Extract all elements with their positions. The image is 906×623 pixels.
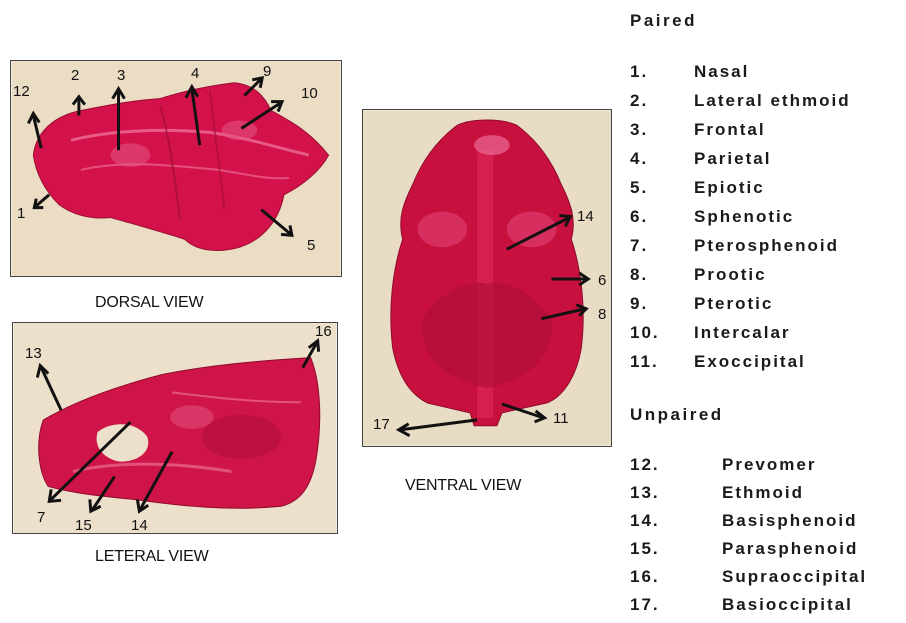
legend-number: 16. xyxy=(630,567,660,587)
legend-name: Intercalar xyxy=(694,323,791,343)
ventral-label-14: 14 xyxy=(577,208,594,225)
legend-number: 13. xyxy=(630,483,660,503)
legend-number: 15. xyxy=(630,539,660,559)
ventral-skull-image xyxy=(363,110,611,446)
legend-name: Exoccipital xyxy=(694,352,806,372)
legend-name: Basisphenoid xyxy=(722,511,857,531)
ventral-label-17: 17 xyxy=(373,416,390,433)
dorsal-view-caption: DORSAL VIEW xyxy=(95,294,203,312)
dorsal-skull-image xyxy=(11,61,341,276)
dorsal-label-12: 12 xyxy=(13,83,30,100)
ventral-label-8: 8 xyxy=(598,306,606,323)
lateral-label-7: 7 xyxy=(37,509,45,526)
ventral-view-caption: VENTRAL VIEW xyxy=(405,477,521,495)
legend-number: 8. xyxy=(630,265,648,285)
legend-number: 10. xyxy=(630,323,660,343)
unpaired-list: 12. Prevomer 13. Ethmoid 14. Basisphenoid 1… xyxy=(630,455,900,620)
ventral-label-6: 6 xyxy=(598,272,606,289)
legend-name: Frontal xyxy=(694,120,766,140)
dorsal-label-10: 10 xyxy=(301,85,318,102)
legend-number: 17. xyxy=(630,595,660,615)
lateral-label-14: 14 xyxy=(131,517,148,534)
paired-list: 1. Nasal 2. Lateral ethmoid 3. Frontal 4. Pa… xyxy=(630,62,900,382)
legend-number: 7. xyxy=(630,236,648,256)
lateral-label-13: 13 xyxy=(25,345,42,362)
legend-name: Basioccipital xyxy=(722,595,853,615)
legend-name: Nasal xyxy=(694,62,749,82)
dorsal-label-4: 4 xyxy=(191,65,199,82)
dorsal-label-2: 2 xyxy=(71,67,79,84)
dorsal-label-1: 1 xyxy=(17,205,25,222)
dorsal-label-5: 5 xyxy=(307,237,315,254)
dorsal-view-panel: 12 2 3 4 9 10 1 5 xyxy=(10,60,342,277)
legend-name: Pterosphenoid xyxy=(694,236,839,256)
legend-name: Parietal xyxy=(694,149,771,169)
legend-name: Prootic xyxy=(694,265,767,285)
lateral-label-16: 16 xyxy=(315,323,332,340)
unpaired-heading: Unpaired xyxy=(630,405,724,425)
legend-name: Epiotic xyxy=(694,178,765,198)
legend-number: 4. xyxy=(630,149,648,169)
legend-number: 2. xyxy=(630,91,648,111)
lateral-label-15: 15 xyxy=(75,517,92,534)
lateral-view-caption: LETERAL VIEW xyxy=(95,548,208,566)
legend-number: 3. xyxy=(630,120,648,140)
legend-number: 14. xyxy=(630,511,660,531)
dorsal-label-9: 9 xyxy=(263,63,271,80)
legend-name: Pterotic xyxy=(694,294,773,314)
paired-heading: Paired xyxy=(630,11,697,31)
lateral-view-panel: 13 16 7 15 14 xyxy=(12,322,338,534)
ventral-view-panel: 14 6 8 17 11 xyxy=(362,109,612,447)
legend-number: 11. xyxy=(630,352,659,372)
legend-number: 6. xyxy=(630,207,648,227)
legend-name: Lateral ethmoid xyxy=(694,91,851,111)
dorsal-label-3: 3 xyxy=(117,67,125,84)
legend-number: 5. xyxy=(630,178,648,198)
legend-name: Sphenotic xyxy=(694,207,794,227)
ventral-label-11: 11 xyxy=(553,410,569,427)
lateral-skull-image xyxy=(13,323,337,533)
legend-name: Parasphenoid xyxy=(722,539,858,559)
legend-name: Prevomer xyxy=(722,455,816,475)
legend-number: 1. xyxy=(630,62,648,82)
legend-name: Ethmoid xyxy=(722,483,804,503)
legend-name: Supraoccipital xyxy=(722,567,867,587)
legend-number: 12. xyxy=(630,455,660,475)
legend-number: 9. xyxy=(630,294,648,314)
